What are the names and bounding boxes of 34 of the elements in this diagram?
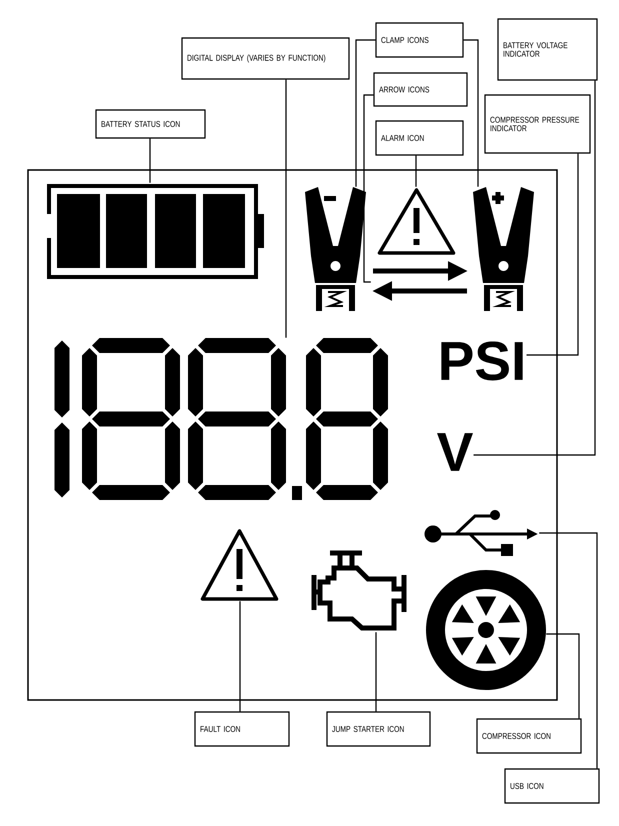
engine-icon <box>312 550 406 630</box>
seven-segment-digits <box>54 338 388 500</box>
callout-box: FAULT ICON <box>194 711 290 747</box>
leader-line <box>375 632 377 712</box>
unit-label: V <box>437 433 473 471</box>
callout-box: CLAMP ICONS <box>375 22 464 58</box>
leader-line <box>464 39 479 187</box>
warning-icon <box>378 188 456 255</box>
leader-line <box>526 154 579 356</box>
callout-box: BATTERY STATUS ICON <box>95 109 206 139</box>
leader-line <box>285 80 287 338</box>
clamp-icon <box>473 187 534 311</box>
callout-box: COMPRESSOR ICON <box>476 718 582 754</box>
warning-icon <box>200 529 278 601</box>
clamp-icon <box>305 187 366 311</box>
callout-box: DIGITAL DISPLAY (VARIES BY FUNCTION) <box>181 37 350 80</box>
leader-line <box>239 601 241 712</box>
callout-box: BATTERY VOLTAGE INDICATOR <box>497 18 598 81</box>
callout-box: JUMP STARTER ICON <box>326 711 431 747</box>
leader-line <box>363 94 374 283</box>
leader-line <box>474 80 596 456</box>
tire-icon <box>426 570 546 690</box>
callout-box: ARROW ICONS <box>373 72 468 107</box>
leader-line <box>415 156 417 187</box>
leader-line <box>539 532 598 768</box>
unit-label: PSI <box>441 342 523 380</box>
callout-box: COMPRESSOR PRESSURE INDICATOR <box>484 94 591 154</box>
callout-box: ALARM ICON <box>375 120 464 156</box>
battery-icon <box>47 184 264 279</box>
leader-line <box>149 138 151 183</box>
leader-line <box>355 39 376 187</box>
leader-line <box>546 633 580 718</box>
display-frame <box>27 169 558 701</box>
callout-box: USB ICON <box>504 768 600 804</box>
